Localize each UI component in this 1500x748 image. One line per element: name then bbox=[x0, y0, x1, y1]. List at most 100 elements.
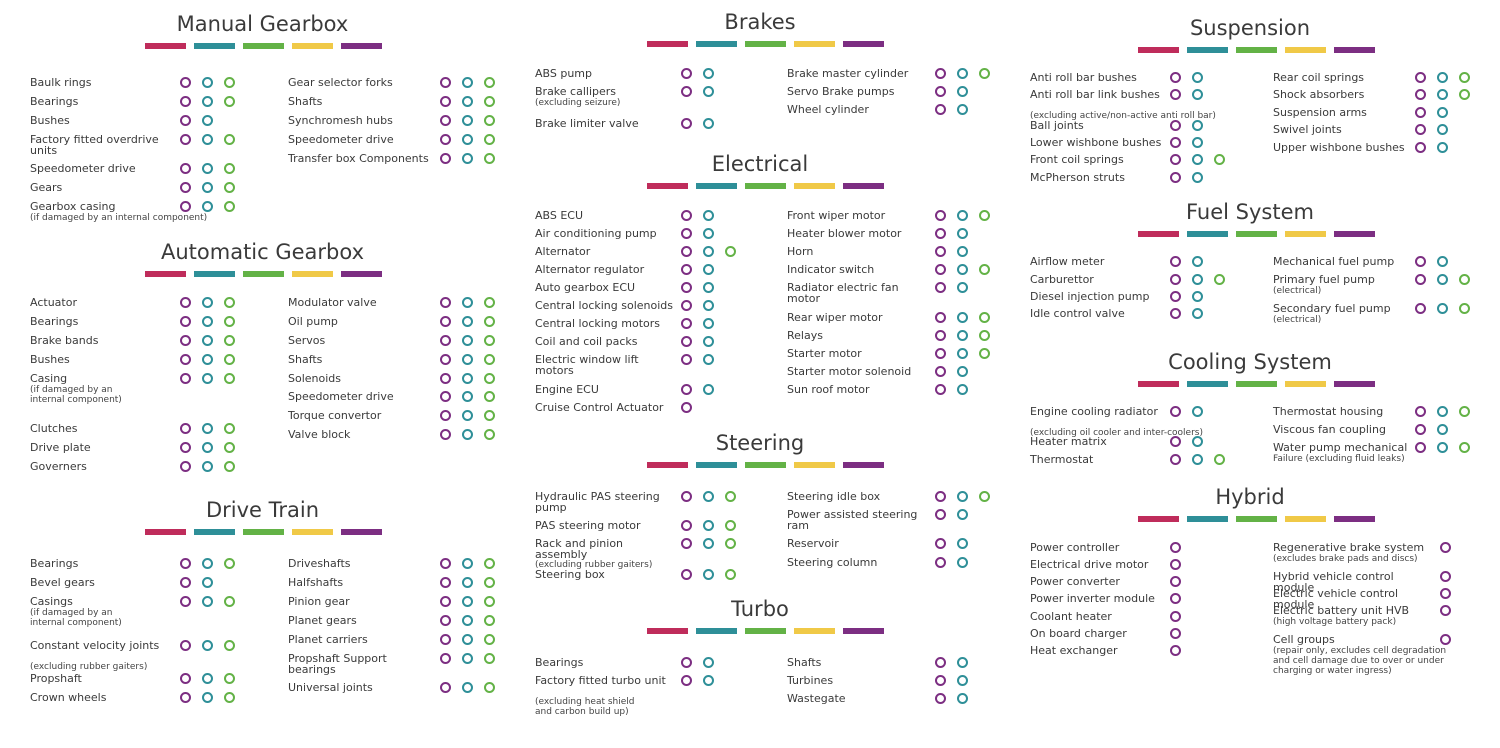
color-swatch bbox=[145, 271, 186, 277]
component-label: Brake callipers bbox=[535, 85, 617, 98]
component-label: Servo Brake pumps bbox=[787, 85, 895, 98]
component-label: Hydraulic PAS steering pump bbox=[535, 490, 660, 514]
cover-level-circle-icon bbox=[1170, 172, 1181, 183]
component-label: Air conditioning pump bbox=[535, 227, 657, 240]
component-label: Idle control valve bbox=[1030, 307, 1125, 320]
component-label: Gearbox casing bbox=[30, 200, 116, 213]
section-title: Brakes bbox=[724, 10, 796, 34]
cover-level-circle-icon bbox=[703, 318, 714, 329]
component-label: Rear coil springs bbox=[1273, 71, 1365, 84]
component-note: (repair only, excludes cell degradation bbox=[1273, 646, 1447, 656]
cover-level-circle-icon bbox=[1192, 256, 1203, 267]
component-label: Indicator switch bbox=[787, 263, 875, 276]
cover-level-circle-icon bbox=[1170, 137, 1181, 148]
cover-level-circle-icon bbox=[440, 96, 451, 107]
cover-level-circle-icon bbox=[462, 115, 473, 126]
cover-level-circle-icon bbox=[979, 491, 990, 502]
cover-level-circle-icon bbox=[180, 297, 191, 308]
component-label: Electrical drive motor bbox=[1030, 558, 1149, 571]
component-label: Alternator bbox=[535, 245, 591, 258]
component-label: Bevel gears bbox=[30, 576, 95, 589]
cover-level-circle-icon bbox=[1170, 154, 1181, 165]
component-label: Transfer box Components bbox=[288, 152, 429, 165]
cover-level-circle-icon bbox=[462, 335, 473, 346]
cover-level-circle-icon bbox=[703, 384, 714, 395]
cover-level-circle-icon bbox=[1170, 593, 1181, 604]
component-label: Heat exchanger bbox=[1030, 644, 1118, 657]
component-label: Clutches bbox=[30, 422, 78, 435]
component-label: Modulator valve bbox=[288, 296, 377, 309]
cover-level-circle-icon bbox=[1214, 154, 1225, 165]
cover-level-circle-icon bbox=[935, 657, 946, 668]
cover-level-circle-icon bbox=[202, 182, 213, 193]
cover-level-circle-icon bbox=[957, 104, 968, 115]
cover-level-circle-icon bbox=[725, 491, 736, 502]
cover-level-circle-icon bbox=[1437, 72, 1448, 83]
component-label: Bearings bbox=[30, 557, 79, 570]
cover-level-circle-icon bbox=[681, 657, 692, 668]
component-note: and cell damage due to over or under bbox=[1273, 656, 1444, 666]
color-swatch bbox=[145, 529, 186, 535]
section-title: Drive Train bbox=[205, 498, 320, 522]
cover-level-circle-icon bbox=[484, 615, 495, 626]
cover-level-circle-icon bbox=[224, 558, 235, 569]
cover-level-circle-icon bbox=[484, 682, 495, 693]
cover-level-circle-icon bbox=[935, 264, 946, 275]
cover-level-circle-icon bbox=[681, 210, 692, 221]
component-label: Constant velocity joints bbox=[30, 639, 160, 652]
cover-level-circle-icon bbox=[440, 316, 451, 327]
cover-level-circle-icon bbox=[202, 354, 213, 365]
cover-level-circle-icon bbox=[180, 558, 191, 569]
cover-level-circle-icon bbox=[935, 246, 946, 257]
color-swatch bbox=[194, 43, 235, 49]
color-swatch bbox=[243, 529, 284, 535]
cover-level-circle-icon bbox=[1192, 436, 1203, 447]
component-label: Brake bands bbox=[30, 334, 99, 347]
component-label: Pinion gear bbox=[288, 595, 350, 608]
color-swatch bbox=[696, 41, 737, 47]
cover-level-circle-icon bbox=[703, 246, 714, 257]
cover-level-circle-icon bbox=[703, 118, 714, 129]
cover-level-circle-icon bbox=[935, 538, 946, 549]
cover-level-circle-icon bbox=[1192, 454, 1203, 465]
cover-level-circle-icon bbox=[681, 675, 692, 686]
component-note: (excluding active/non-active anti roll b… bbox=[1030, 111, 1216, 121]
component-note: (excluding seizure) bbox=[535, 98, 621, 108]
component-label: Steering column bbox=[787, 556, 878, 569]
cover-level-circle-icon bbox=[484, 77, 495, 88]
cover-level-circle-icon bbox=[180, 373, 191, 384]
cover-level-circle-icon bbox=[440, 410, 451, 421]
component-note: (electrical) bbox=[1273, 315, 1322, 325]
component-note: (excluding oil cooler and inter-coolers) bbox=[1030, 428, 1203, 438]
component-label: Electric vehicle control module bbox=[1273, 587, 1399, 611]
component-label: Oil pump bbox=[288, 315, 338, 328]
cover-level-circle-icon bbox=[180, 134, 191, 145]
component-label: Drive plate bbox=[30, 441, 91, 454]
cover-level-circle-icon bbox=[1170, 628, 1181, 639]
color-swatch bbox=[1187, 381, 1228, 387]
cover-level-circle-icon bbox=[935, 330, 946, 341]
color-swatch bbox=[1187, 47, 1228, 53]
component-label: Cell groups bbox=[1273, 633, 1335, 646]
cover-level-circle-icon bbox=[224, 201, 235, 212]
component-label: Power inverter module bbox=[1030, 592, 1155, 605]
cover-level-circle-icon bbox=[484, 596, 495, 607]
cover-level-circle-icon bbox=[202, 673, 213, 684]
color-swatch bbox=[194, 529, 235, 535]
component-label: Starter motor solenoid bbox=[787, 365, 912, 378]
cover-level-circle-icon bbox=[957, 509, 968, 520]
cover-level-circle-icon bbox=[703, 68, 714, 79]
component-label: Central locking motors bbox=[535, 317, 661, 330]
section-title: Manual Gearbox bbox=[176, 12, 349, 36]
component-label: Speedometer drive bbox=[288, 133, 394, 146]
color-swatch bbox=[341, 529, 382, 535]
cover-level-circle-icon bbox=[1214, 274, 1225, 285]
cover-level-circle-icon bbox=[1415, 442, 1426, 453]
cover-level-circle-icon bbox=[202, 692, 213, 703]
cover-level-circle-icon bbox=[703, 264, 714, 275]
cover-level-circle-icon bbox=[957, 68, 968, 79]
component-label: Bearings bbox=[30, 95, 79, 108]
cover-level-circle-icon bbox=[462, 653, 473, 664]
color-swatch bbox=[745, 628, 786, 634]
